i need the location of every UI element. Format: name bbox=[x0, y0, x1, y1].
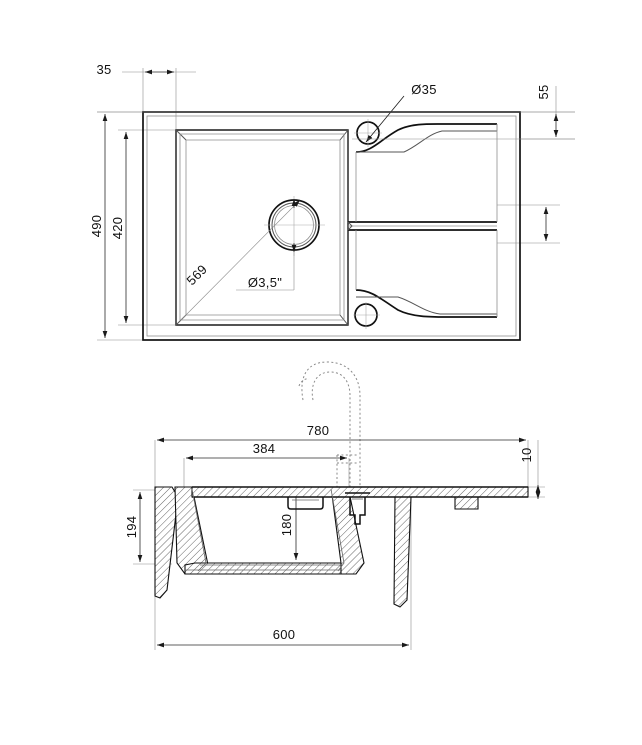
dim-490-label: 490 bbox=[89, 215, 104, 238]
dim-35-label: 35 bbox=[96, 62, 111, 77]
top-view-reference-lines bbox=[97, 111, 575, 140]
dim-10-label: 10 bbox=[519, 447, 534, 462]
section-view-group: 780 384 10 194 180 600 bbox=[124, 361, 545, 650]
dimension-10: 10 bbox=[519, 440, 541, 499]
drainboard-frame bbox=[355, 124, 498, 317]
dimension-490: 490 bbox=[89, 114, 108, 338]
dim-780-label: 780 bbox=[307, 423, 330, 438]
leader-tap-hole-diameter: Ø35 bbox=[365, 82, 436, 143]
bowl-inner-contour bbox=[191, 488, 345, 572]
dim-569-label: 569 bbox=[184, 262, 211, 289]
dim-180-label: 180 bbox=[279, 514, 294, 537]
dim-600-label: 600 bbox=[273, 627, 296, 642]
drainboard-center-ridge bbox=[347, 221, 497, 231]
top-view-extension-lines bbox=[97, 68, 575, 341]
dimension-600: 600 bbox=[157, 627, 409, 648]
dim-194-label: 194 bbox=[124, 516, 139, 539]
dim-384-label: 384 bbox=[253, 441, 276, 456]
dimension-drain-diameter: Ø3,5" bbox=[236, 199, 297, 291]
dimension-35: 35 bbox=[96, 62, 196, 77]
dim-drain-diameter-label: Ø3,5" bbox=[248, 275, 282, 290]
dimension-180: 180 bbox=[279, 490, 299, 560]
sink-cross-section bbox=[154, 486, 529, 608]
bowl-outline bbox=[175, 129, 349, 326]
tap-hole-bottom bbox=[353, 302, 380, 329]
tap-hole-top bbox=[354, 119, 382, 147]
dim-tap-hole-label: Ø35 bbox=[411, 82, 436, 97]
dim-420-label: 420 bbox=[110, 217, 125, 240]
section-detail-lines bbox=[185, 486, 528, 571]
dim-55-label: 55 bbox=[536, 84, 551, 99]
dimension-569: 569 bbox=[180, 199, 301, 321]
dimension-420: 420 bbox=[110, 132, 129, 323]
top-view-group: 35 490 420 55 bbox=[89, 62, 575, 341]
dimension-384: 384 bbox=[186, 441, 347, 461]
dimension-194: 194 bbox=[124, 492, 143, 562]
dimension-55: 55 bbox=[536, 84, 559, 137]
dimension-780: 780 bbox=[157, 423, 526, 443]
